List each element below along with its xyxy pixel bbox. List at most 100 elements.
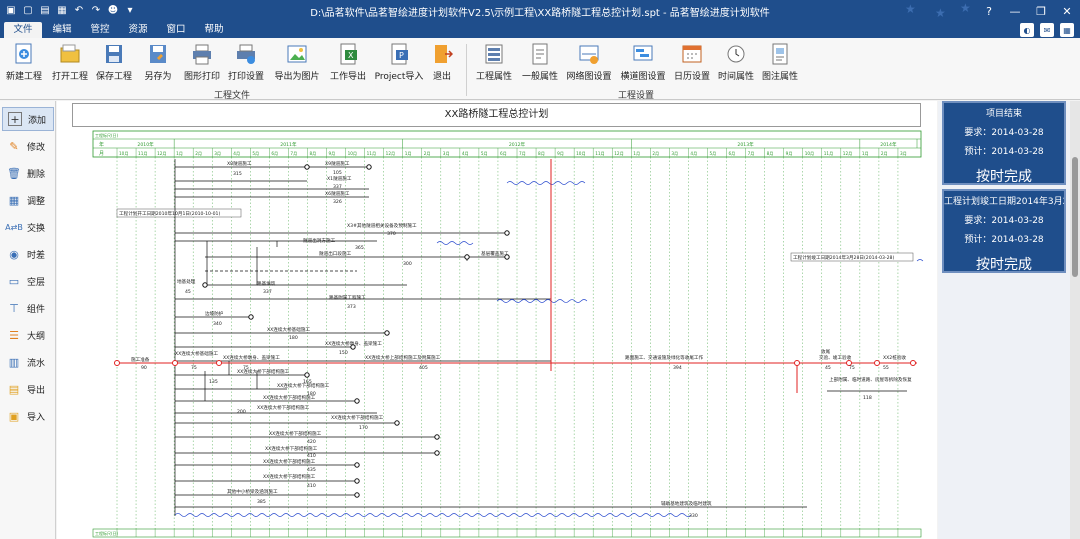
export-image-button[interactable]: 导出为图片 <box>272 42 322 86</box>
user-icon[interactable]: ☻ <box>107 4 119 16</box>
node-start[interactable] <box>114 360 120 366</box>
exit-button[interactable]: 退出 <box>420 42 464 86</box>
calculator-icon[interactable]: ▦ <box>1060 23 1074 37</box>
project-props-button[interactable]: 工程属性 <box>472 42 516 86</box>
project-import-button[interactable]: P Project导入 <box>372 42 426 86</box>
node[interactable] <box>304 164 310 170</box>
tab-help[interactable]: 帮助 <box>204 24 224 35</box>
new-file-icon[interactable]: ▢ <box>23 4 33 16</box>
node[interactable] <box>384 330 390 336</box>
node[interactable] <box>216 360 222 366</box>
task-label: 路面施工、交通设施及绿化等收尾工作 <box>625 354 704 361</box>
vertical-scrollbar[interactable] <box>1070 101 1080 539</box>
node[interactable] <box>354 462 360 468</box>
plus-icon: + <box>8 112 22 126</box>
task-label: X8隧道施工 <box>227 160 252 167</box>
general-props-button[interactable]: 一般属性 <box>518 42 562 86</box>
month-label: 2月 <box>424 151 431 157</box>
save-as-button[interactable]: 另存为 <box>136 42 180 86</box>
minimize-button[interactable]: — <box>1009 4 1021 18</box>
sidebar-item-outline[interactable]: ☰大纲 <box>2 323 54 347</box>
undo-icon[interactable]: ↶ <box>74 4 84 16</box>
skin-icon[interactable]: ◐ <box>1020 23 1034 37</box>
sidebar-item-add[interactable]: +添加 <box>2 107 54 131</box>
tab-control[interactable]: 管控 <box>90 24 110 35</box>
new-project-button[interactable]: 新建工程 <box>2 42 46 86</box>
status-card-result: 按时完成 <box>976 169 1032 185</box>
tab-file[interactable]: 文件 <box>4 22 42 38</box>
close-button[interactable]: ✕ <box>1062 4 1072 18</box>
month-label: 12月 <box>157 151 167 157</box>
node[interactable] <box>464 254 470 260</box>
bar-settings-button[interactable]: 横道图设置 <box>618 42 668 86</box>
node[interactable] <box>794 360 800 366</box>
sidebar-item-modify[interactable]: ✎修改 <box>2 134 54 158</box>
finish-annotation: 工程计划竣工日期2014年3月28日(2014-03-28) <box>793 254 894 261</box>
export-icon: ▤ <box>8 382 20 396</box>
node-end[interactable] <box>910 360 916 366</box>
customize-dropdown-icon[interactable]: ▾ <box>127 4 133 16</box>
status-card-project-end[interactable]: 项目结束 要求：2014-03-28 预计：2014-03-28 按时完成 <box>942 101 1066 185</box>
node[interactable] <box>366 164 372 170</box>
sidebar-item-export[interactable]: ▤导出 <box>8 382 46 396</box>
print-settings-button[interactable]: 打印设置 <box>224 42 268 86</box>
month-label: 2月 <box>195 151 202 157</box>
message-icon[interactable]: ✉ <box>1040 23 1054 37</box>
node[interactable] <box>354 492 360 498</box>
open-project-button[interactable]: 打开工程 <box>48 42 92 86</box>
work-export-button[interactable]: X 工作导出 <box>326 42 370 86</box>
node[interactable] <box>874 360 880 366</box>
tab-resource[interactable]: 资源 <box>128 24 148 35</box>
restore-button[interactable]: ❐ <box>1036 4 1046 18</box>
sidebar-item-empty-layer[interactable]: ▭空层 <box>8 274 46 288</box>
print-graph-button[interactable]: 图形打印 <box>180 42 224 86</box>
sidebar-item-float[interactable]: ◉时差 <box>2 242 54 266</box>
node[interactable] <box>350 344 356 350</box>
help-icon[interactable]: ? <box>986 4 992 18</box>
task-duration: 385 <box>257 499 266 505</box>
node[interactable] <box>434 434 440 440</box>
save-icon[interactable]: ▦ <box>57 4 67 16</box>
task-label: 路基附属工程施工 <box>329 294 366 301</box>
legend-props-button[interactable]: 图注属性 <box>758 42 802 86</box>
sidebar-item-adjust[interactable]: ▦调整 <box>8 193 46 207</box>
task-label: XX连续大桥下部结构施工 <box>263 458 316 465</box>
node[interactable] <box>846 360 852 366</box>
task-label: XX连续大桥下部结构施工 <box>277 382 330 389</box>
month-label: 2月 <box>881 151 888 157</box>
sidebar-item-flow[interactable]: ▥流水 <box>8 355 46 369</box>
node[interactable] <box>354 398 360 404</box>
node[interactable] <box>248 314 254 320</box>
time-props-button[interactable]: 时间属性 <box>714 42 758 86</box>
status-card-finish-date[interactable]: 工程计划竣工日期2014年3月28 要求：2014-03-28 预计：2014-… <box>942 189 1066 273</box>
month-label: 9月 <box>329 151 336 157</box>
task-duration: 394 <box>673 365 682 371</box>
month-label: 3月 <box>214 151 221 157</box>
legend-icon <box>772 43 788 65</box>
network-settings-button[interactable]: 网络图设置 <box>564 42 614 86</box>
save-project-button[interactable]: 保存工程 <box>92 42 136 86</box>
sidebar-item-component[interactable]: ⊤组件 <box>2 296 54 320</box>
tab-edit[interactable]: 编辑 <box>52 24 72 35</box>
sidebar-item-import[interactable]: ▣导入 <box>8 409 46 423</box>
year-label: 2011年 <box>280 141 297 148</box>
open-folder-icon[interactable]: ▤ <box>40 4 50 16</box>
redo-icon[interactable]: ↷ <box>91 4 101 16</box>
task-label: X1隧道施工 <box>327 175 352 182</box>
node[interactable] <box>434 450 440 456</box>
month-label: 11月 <box>595 151 605 157</box>
calendar-settings-button[interactable]: 日历设置 <box>670 42 714 86</box>
scrollbar-thumb[interactable] <box>1072 157 1078 277</box>
node[interactable] <box>394 420 400 426</box>
node[interactable] <box>504 230 510 236</box>
node[interactable] <box>304 372 310 378</box>
tab-window[interactable]: 窗口 <box>166 24 186 35</box>
node[interactable] <box>354 478 360 484</box>
node[interactable] <box>202 282 208 288</box>
node[interactable] <box>172 360 178 366</box>
sidebar-item-delete[interactable]: 🗑删除 <box>7 166 46 180</box>
node[interactable] <box>504 254 510 260</box>
